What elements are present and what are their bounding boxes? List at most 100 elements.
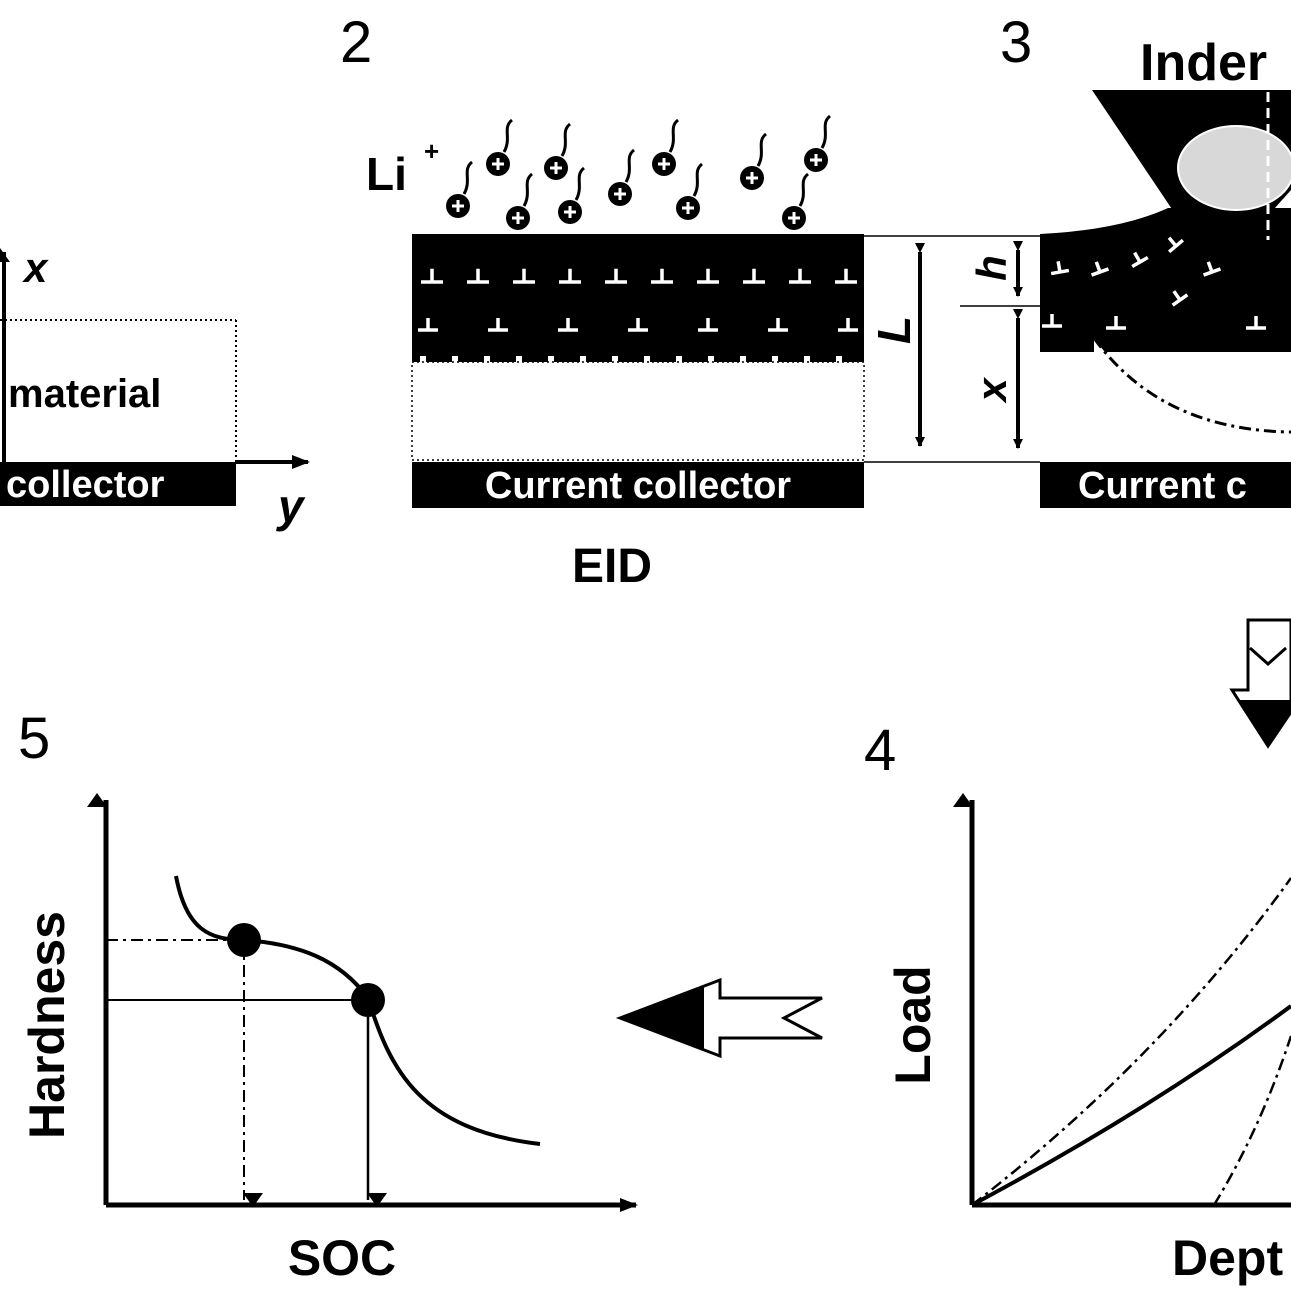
li-label: Li [366,148,407,200]
hardness-soc-curve [174,875,541,1146]
dim-x-label: x [968,377,1015,404]
dislocation-icon [488,318,508,332]
collector-label: collector [6,464,165,506]
lithiated-layer-edge [412,354,864,362]
loading-curve-high [971,877,1291,1206]
dislocation-icon [1246,316,1266,330]
panel-4: 4 Load Dept [864,718,1291,1286]
data-point-icon [227,923,261,957]
li-ion-icon [544,122,572,180]
dislocation-dot [644,356,650,364]
dislocation-icon [838,318,858,332]
dim-L-label: L [868,316,920,344]
li-ion-group [446,114,832,230]
li-ion-icon [804,114,832,172]
plastic-zone-fill [1094,338,1291,432]
dislocation-icon [789,268,811,284]
dislocation-dot [836,356,842,364]
dislocation-dot [452,356,458,364]
dim-h-label: h [968,255,1015,281]
li-ion-icon [676,162,704,220]
dislocation-icon [835,268,857,284]
li-charge-label: + [424,136,439,166]
li-ion-icon [486,118,514,176]
li-ion-icon [506,172,534,230]
panel-3: 3 Inder Current c [1000,10,1291,508]
dislocation-icon [1167,236,1185,254]
dislocation-dot [740,356,746,364]
li-ion-icon [446,160,474,218]
indenter-title: Inder [1140,34,1267,92]
arrow-left-icon [615,977,823,1059]
dislocation-dot [548,356,554,364]
depth-label: Dept [1172,1230,1283,1286]
dislocation-icon [651,268,673,284]
panel-number-2: 2 [340,10,372,75]
panel-number-5: 5 [18,706,50,771]
current-collector-block-2 [412,462,864,508]
dislocation-icon [743,268,765,284]
panel-2: 2 Li + Current collector EID [340,10,865,593]
collector-label-3: Current c [1078,465,1247,507]
dislocation-icon [421,268,443,284]
dislocation-dot [612,356,618,364]
collector-label-2: Current collector [485,465,791,507]
axis-x-label: x [22,244,49,291]
dislocation-dot [420,356,426,364]
dislocation-icon [513,268,535,284]
dislocation-group [418,268,858,364]
li-ion-icon [608,148,636,206]
dislocation-icon [768,318,788,332]
plastic-zone-boundary [1092,337,1291,434]
li-ion-icon [782,172,810,230]
unlithiated-layer [411,361,865,461]
dimension-lines: L h x [864,235,1040,463]
dislocation-icon [418,318,438,332]
indenter-tip-highlight [1177,125,1291,211]
dislocation-icon [1042,314,1062,328]
dislocation-dot [708,356,714,364]
unloading-curve [1212,1035,1291,1206]
lithiated-layer [412,234,864,354]
dislocation-icon [1050,261,1070,276]
panel-1: material collector x y [0,244,310,532]
dislocation-dot [580,356,586,364]
panel-number-3: 3 [1000,10,1032,75]
li-ion-icon [558,166,586,224]
dislocation-group-3 [1042,236,1266,330]
dislocation-icon [1090,261,1110,277]
soc-label: SOC [288,1230,396,1286]
eid-caption: EID [572,540,652,593]
dislocation-dot [772,356,778,364]
dislocation-icon [1131,251,1149,269]
dislocation-icon [605,268,627,284]
arrow-up-icon [0,248,10,262]
hardness-label: Hardness [19,911,75,1139]
dislocation-icon [1106,316,1126,330]
load-label: Load [885,965,941,1084]
dislocation-icon [559,268,581,284]
axis-y-label: y [276,480,306,532]
dislocation-icon [1171,290,1189,307]
current-collector-block [0,462,236,506]
li-ion-icon [740,132,768,190]
dislocation-dot [484,356,490,364]
dislocation-icon [558,318,578,332]
data-point-icon [351,983,385,1017]
dislocation-icon [1202,261,1222,277]
loading-curve-low [971,1004,1291,1207]
lithiated-layer-3 [1040,234,1291,352]
li-ion-icon [652,118,680,176]
panel-5: 5 Hardness SOC [18,706,638,1286]
current-collector-block-3 [1040,462,1291,508]
dislocation-icon [697,268,719,284]
arrow-down-icon [1229,618,1291,749]
dislocation-dot [516,356,522,364]
dislocation-icon [467,268,489,284]
panel-number-4: 4 [864,718,896,783]
material-label: material [8,372,161,416]
dislocation-dot [676,356,682,364]
dislocation-icon [698,318,718,332]
dislocation-icon [628,318,648,332]
